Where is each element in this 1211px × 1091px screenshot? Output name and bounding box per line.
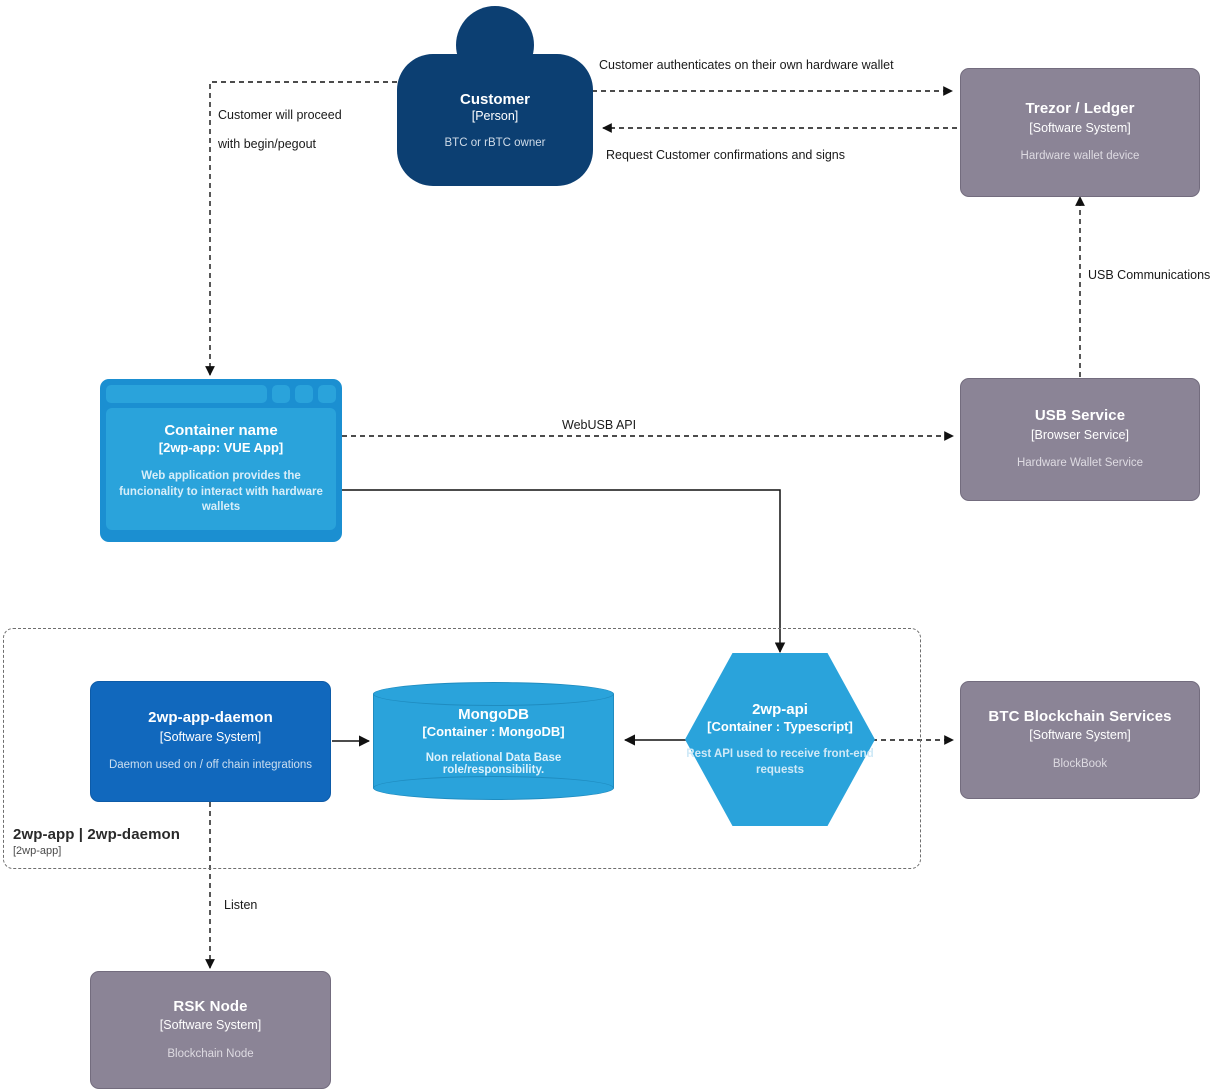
browser-address-bar[interactable] — [106, 385, 267, 403]
edge-label-customer-to-trezor: Customer authenticates on their own hard… — [599, 58, 894, 72]
node-type: [Container : Typescript] — [707, 718, 853, 734]
browser-button-icon-3[interactable] — [318, 385, 336, 403]
hexagon-shape — [685, 653, 875, 826]
node-type: [Software System] — [1029, 728, 1131, 743]
edge-label-usbservice-to-trezor: USB Communications — [1088, 268, 1211, 282]
node-mongodb[interactable]: MongoDB [Container : MongoDB] Non relati… — [373, 682, 614, 800]
node-description: Blockchain Node — [167, 1047, 254, 1060]
cylinder-top-ellipse — [373, 682, 614, 706]
node-btc-blockchain-services[interactable]: BTC Blockchain Services [Software System… — [960, 681, 1200, 799]
node-description: BTC or rBTC owner — [444, 137, 546, 149]
browser-button-icon-1[interactable] — [272, 385, 290, 403]
edge-label-vueapp-to-usbservice: WebUSB API — [562, 418, 637, 432]
node-description: Web application provides the funcionalit… — [119, 470, 323, 514]
node-description: Hardware Wallet Service — [1016, 457, 1144, 470]
edge-label-customer-to-vueapp-line2: with begin/pegout — [218, 137, 316, 151]
node-title: MongoDB — [458, 706, 529, 723]
browser-viewport: Container name [2wp-app: VUE App] Web ap… — [106, 408, 336, 530]
node-description: Daemon used on / off chain integrations — [108, 759, 313, 772]
node-title: Trezor / Ledger — [1025, 100, 1135, 118]
node-title: Container name — [164, 422, 278, 440]
node-rsk-node[interactable]: RSK Node [Software System] Blockchain No… — [90, 971, 331, 1089]
cylinder-body — [373, 694, 614, 788]
node-type: [Person] — [471, 109, 519, 123]
node-description: BlockBook — [1052, 757, 1108, 770]
node-vue-app[interactable]: Container name [2wp-app: VUE App] Web ap… — [100, 379, 342, 542]
node-usb-service[interactable]: USB Service [Browser Service] Hardware W… — [960, 378, 1200, 501]
node-customer[interactable]: Customer [Person] BTC or rBTC owner — [397, 6, 593, 186]
edge-label-trezor-to-customer: Request Customer confirmations and signs — [606, 148, 846, 162]
node-description: Non relational Data Base role/responsibi… — [425, 752, 562, 776]
browser-chrome — [106, 385, 336, 403]
node-2wp-app-daemon[interactable]: 2wp-app-daemon [Software System] Daemon … — [90, 681, 331, 802]
boundary-label: 2wp-app | 2wp-daemon [2wp-app] — [13, 826, 313, 857]
node-title: USB Service — [1034, 407, 1126, 425]
person-body: Customer [Person] BTC or rBTC owner — [397, 54, 593, 186]
node-title: BTC Blockchain Services — [988, 707, 1172, 725]
edge-label-daemon-to-rsknode: Listen — [224, 898, 258, 912]
boundary-name: 2wp-app | 2wp-daemon — [13, 826, 181, 843]
node-type: [2wp-app: VUE App] — [158, 440, 284, 456]
node-type: [Container : MongoDB] — [422, 724, 565, 739]
boundary-2wp-app — [3, 628, 921, 869]
cylinder-bottom-ellipse — [373, 776, 614, 800]
node-description: Rest API used to receive front-end reque… — [686, 747, 874, 776]
node-type: [Software System] — [159, 1018, 262, 1033]
node-trezor-ledger[interactable]: Trezor / Ledger [Software System] Hardwa… — [960, 68, 1200, 197]
edge-label-customer-to-vueapp-line1: Customer will proceed — [218, 108, 342, 122]
node-type: [Browser Service] — [1031, 427, 1129, 442]
node-type: [Software System] — [159, 729, 262, 744]
browser-button-icon-2[interactable] — [295, 385, 313, 403]
node-title: Customer — [459, 91, 530, 108]
node-title: 2wp-app-daemon — [148, 709, 273, 727]
cylinder-label: MongoDB [Container : MongoDB] Non relati… — [373, 682, 614, 800]
edge-customer-to-vueapp — [205, 81, 397, 376]
node-title: RSK Node — [173, 997, 248, 1015]
boundary-type: [2wp-app] — [13, 845, 62, 857]
node-2wp-api[interactable]: 2wp-api [Container : Typescript] Rest AP… — [685, 653, 875, 826]
node-description: Hardware wallet device — [1020, 150, 1140, 163]
node-type: [Software System] — [1029, 120, 1131, 135]
hexagon-label: 2wp-api [Container : Typescript] Rest AP… — [677, 653, 883, 826]
node-title: 2wp-api — [752, 700, 808, 718]
